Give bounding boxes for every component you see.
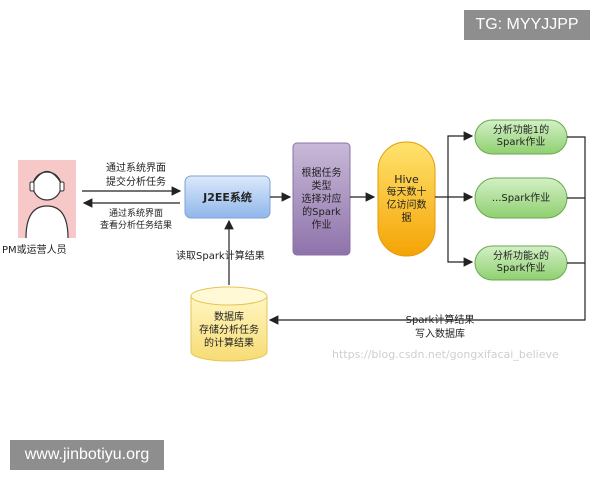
hive-to-job1-arrow [447, 131, 474, 197]
submit-label-line-2: 提交分析任务 [106, 177, 166, 188]
database-label: 数据库 存储分析任务 的计算结果 [191, 305, 267, 355]
top-right-watermark: TG: MYYJJPP [464, 10, 590, 40]
job1-line-1: 分析功能1的 [492, 125, 550, 136]
read-results-label: 读取Spark计算结果 [176, 251, 265, 262]
write-back-label: Spark计算结果 写入数据库 [392, 314, 488, 342]
hive-box [377, 141, 436, 257]
db-line-1: 数据库 [214, 311, 244, 323]
hive-line-1: 每天数十 [386, 187, 427, 198]
submit-arrow-label: 通过系统界面 提交分析任务 [96, 162, 176, 190]
db-line-2: 存储分析任务 [199, 324, 259, 336]
blog-watermark: https://blog.csdn.net/gongxifacai_believ… [332, 348, 559, 361]
jobx-line-1: 分析功能x的 [493, 251, 549, 262]
hive-line-3: 据 [401, 213, 412, 224]
hive-label: Hive 每天数十 亿访问数 据 [378, 142, 435, 256]
write-back-line-1: Spark计算结果 [405, 315, 475, 326]
hive-line-2: 亿访问数 [386, 200, 427, 211]
job1-line-2: Spark作业 [496, 137, 546, 148]
spark-job-1-label: 分析功能1的 Spark作业 [475, 120, 567, 154]
task-line-2: 类型 [311, 180, 332, 192]
database-icon [190, 286, 268, 362]
db-line-3: 的计算结果 [204, 337, 254, 349]
write-back-arrow [268, 136, 586, 325]
task-line-5: 作业 [311, 219, 332, 231]
jobx-line-2: Spark作业 [496, 263, 546, 274]
bottom-left-watermark: www.jinbotiyu.org [10, 440, 164, 470]
view-label-line-1: 通过系统界面 [108, 209, 163, 219]
task-line-1: 根据任务 [301, 167, 342, 179]
view-label-line-2: 查看分析任务结果 [99, 221, 172, 231]
j2ee-label: J2EE系统 [203, 190, 252, 204]
spark-job-2-label: ...Spark作业 [475, 178, 567, 218]
write-back-line-2: 写入数据库 [415, 329, 465, 340]
person-icon [18, 160, 76, 239]
task-line-4: 的Spark [302, 206, 341, 218]
spark-job-x-label: 分析功能x的 Spark作业 [475, 246, 567, 280]
hive-to-jobx-arrow [447, 197, 474, 267]
submit-label-line-1: 通过系统界面 [106, 163, 166, 174]
task-select-box [292, 142, 351, 256]
view-arrow-label: 通过系统界面 查看分析任务结果 [88, 208, 184, 232]
person-label: PM或运营人员 [2, 245, 67, 256]
hive-title: Hive [394, 173, 419, 186]
job2-line-1: ...Spark作业 [491, 192, 551, 204]
task-line-3: 选择对应 [301, 193, 342, 205]
task-box-label: 根据任务 类型 选择对应 的Spark 作业 [293, 143, 350, 255]
